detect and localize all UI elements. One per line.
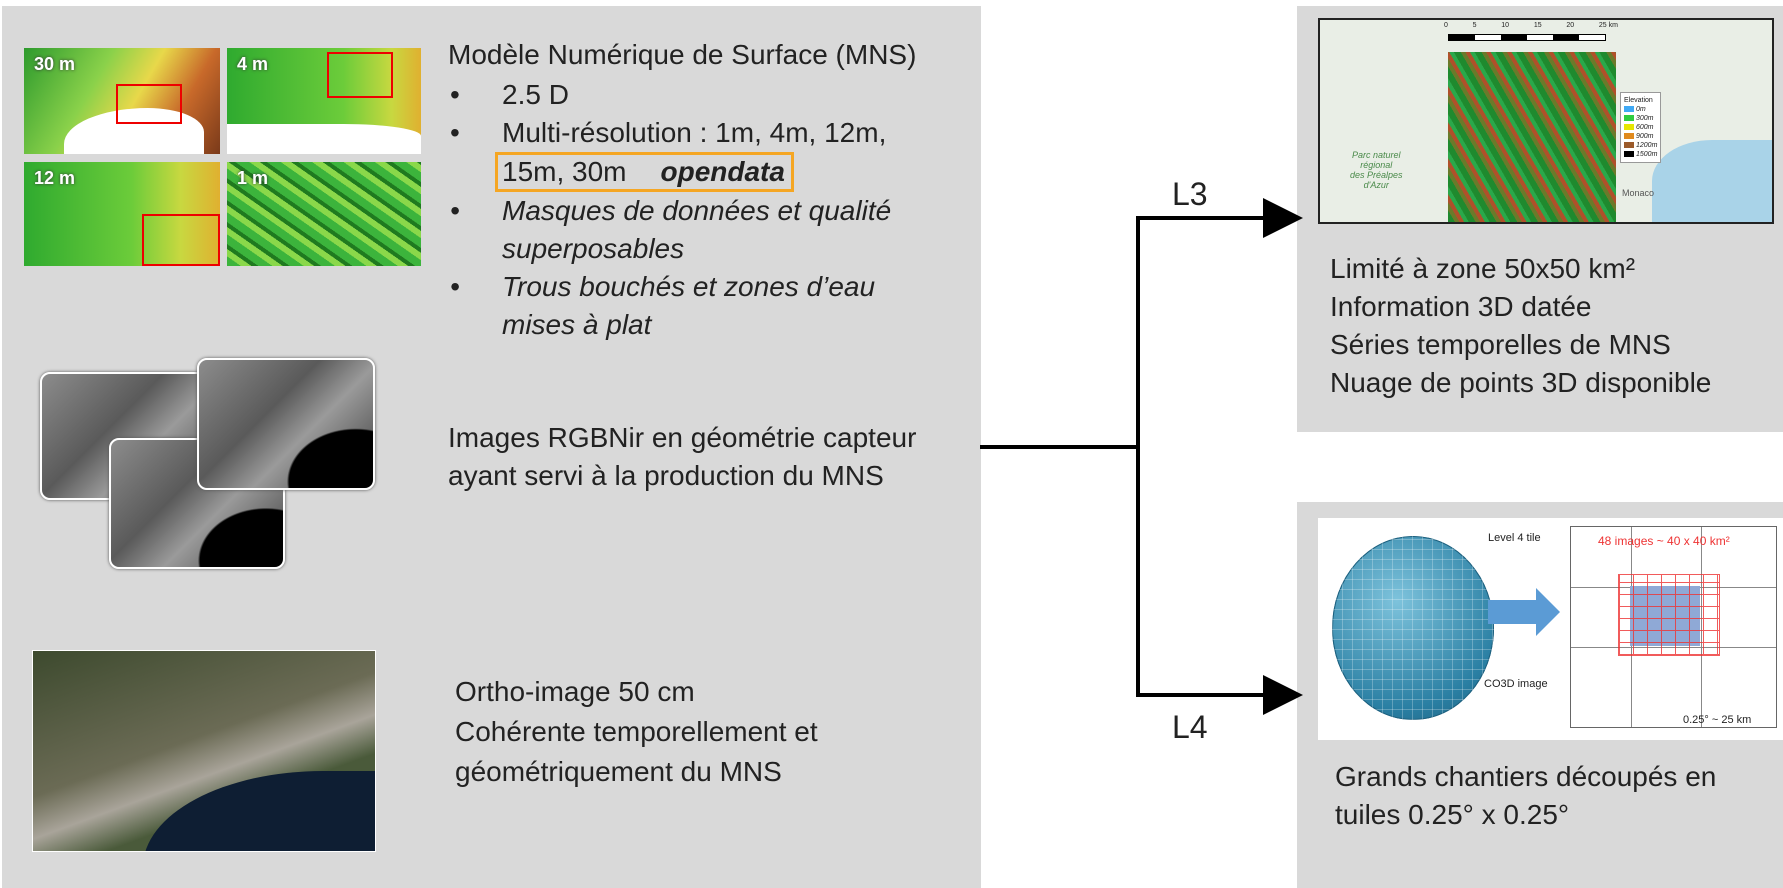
opendata-label: opendata [660, 156, 785, 187]
mns-bullet-holes: Trous bouchés et zones d’eau mises à pla… [450, 268, 891, 344]
mns-bullet-2-5d: 2.5 D [450, 76, 891, 114]
l3-label: L3 [1172, 176, 1208, 212]
map-scale-bar [1448, 34, 1606, 41]
globe-icon [1332, 536, 1494, 720]
l3-text-3: Séries temporelles de MNS [1330, 329, 1671, 360]
elevation-raster [1448, 52, 1616, 222]
arrow-right-head [1536, 588, 1560, 636]
l4-label: L4 [1172, 709, 1208, 745]
mns-bullet-list: 2.5 D Multi-résolution : 1m, 4m, 12m, 15… [450, 76, 891, 344]
dsm-thumb-12m: 12 m [24, 162, 220, 266]
co3d-label: CO3D image [1484, 678, 1548, 690]
l3-text-4: Nuage de points 3D disponible [1330, 367, 1712, 398]
arrow-right-icon [1488, 600, 1536, 624]
images-text-1: Images RGBNir en géométrie capteur [448, 422, 917, 453]
ortho-text-1: Ortho-image 50 cm [455, 676, 695, 707]
thumb-label-4m: 4 m [237, 54, 269, 74]
thumb-label-30m: 30 m [34, 54, 76, 74]
l3-text-2: Information 3D datée [1330, 291, 1592, 322]
globe-grid [1332, 536, 1494, 720]
elevation-legend: Elevation 0m 300m 600m 900m 1200m 1500m [1620, 92, 1662, 163]
tile-scale-label: 0.25° ~ 25 km [1683, 714, 1752, 726]
co3d-image-grid [1618, 574, 1720, 656]
images-text-2: ayant servi à la production du MNS [448, 460, 884, 491]
thumb-label-1m: 1 m [237, 168, 269, 188]
dsm-thumb-1m: 1 m [227, 162, 421, 266]
l4-text-2: tuiles 0.25° x 0.25° [1335, 799, 1570, 830]
ortho-image [32, 650, 376, 852]
dsm-thumb-4m: 4 m [227, 48, 421, 154]
mns-bullet-multiresolution: Multi-résolution : 1m, 4m, 12m, 15m, 30m… [450, 114, 891, 192]
level4-label: Level 4 tile [1488, 532, 1541, 544]
l4-text-1: Grands chantiers découpés en [1335, 761, 1717, 792]
thumb-label-12m: 12 m [34, 168, 76, 188]
city-label: Monaco [1622, 188, 1655, 198]
mns-title: Modèle Numérique de Surface (MNS) [448, 39, 917, 70]
dsm-thumb-30m: 30 m [24, 48, 220, 154]
mns-bullet-masks: Masques de données et qualité superposab… [450, 192, 891, 268]
images-label: 48 images ~ 40 x 40 km² [1598, 534, 1730, 548]
l3-text-1: Limité à zone 50x50 km² [1330, 253, 1636, 284]
sensor-image-2 [197, 358, 375, 490]
ortho-text-2: Cohérente temporellement et [455, 716, 818, 747]
l4-tiling-figure: 48 images ~ 40 x 40 km² Level 4 tile CO3… [1318, 518, 1783, 740]
ortho-text-3: géométriquement du MNS [455, 756, 782, 787]
